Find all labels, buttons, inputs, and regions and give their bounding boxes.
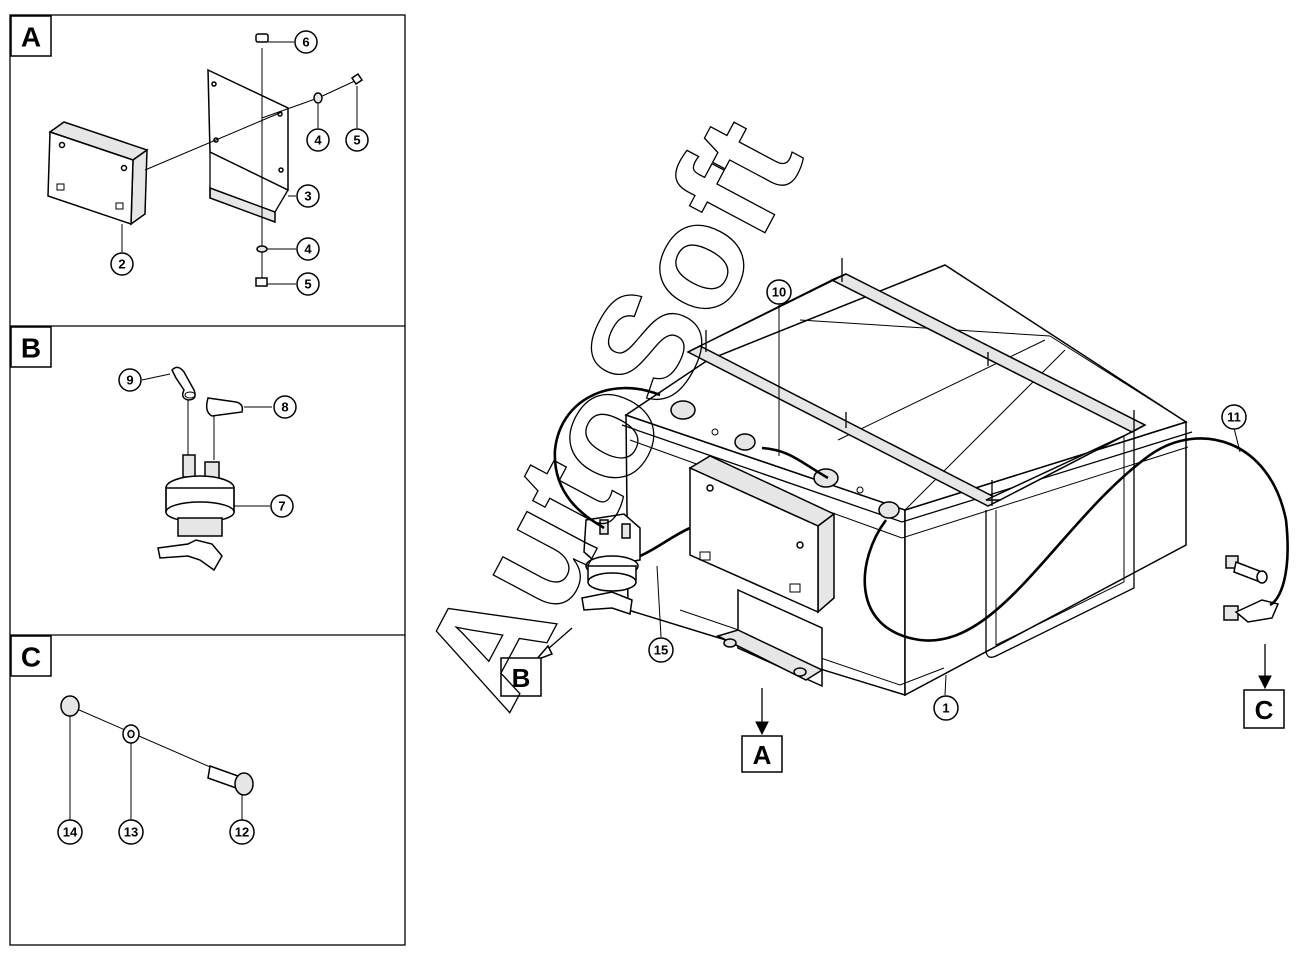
view-a-label: A	[753, 740, 772, 770]
control-box-drawing	[47, 121, 149, 226]
cable-short-drawing	[761, 446, 829, 480]
panel-b-label: B	[21, 333, 41, 364]
view-c-label: C	[1255, 695, 1274, 725]
callout-5-lower: 5	[296, 272, 320, 296]
cable-drawing	[553, 386, 661, 530]
terminal-boot-8-drawing	[205, 397, 244, 460]
callouts: 6 4 5 3 2 4 5 9	[57, 30, 1247, 845]
panel-a-badge	[10, 15, 52, 57]
view-labels: B A C	[500, 657, 1285, 773]
panel-c-badge	[10, 635, 52, 677]
panel-a-label: A	[21, 22, 41, 53]
screw-6-drawing	[255, 33, 269, 43]
svg-text:7: 7	[278, 499, 285, 514]
callout-13: 13	[118, 819, 144, 845]
ring-terminal-9-drawing	[171, 366, 196, 401]
callout-7: 7	[270, 494, 294, 518]
svg-text:5: 5	[353, 133, 360, 148]
svg-text:15: 15	[654, 643, 668, 658]
battery-switch-7-drawing	[157, 454, 235, 572]
callout-3: 3	[296, 184, 320, 208]
callout-4-lower: 4	[296, 237, 320, 261]
nut-14-drawing	[60, 695, 80, 717]
callout-8: 8	[273, 395, 297, 419]
svg-text:9: 9	[126, 373, 133, 388]
nut-5-lower-drawing	[255, 277, 268, 287]
view-pointers	[535, 627, 1272, 736]
callout-6: 6	[294, 30, 318, 54]
svg-text:14: 14	[63, 825, 78, 840]
svg-text:2: 2	[118, 257, 125, 272]
mounted-switch-drawing	[581, 513, 641, 615]
view-b-label: B	[512, 663, 531, 693]
svg-text:13: 13	[124, 825, 138, 840]
svg-text:10: 10	[772, 285, 786, 300]
callout-9: 9	[118, 368, 142, 392]
view-c-badge	[1243, 689, 1285, 729]
washer-4-upper-drawing	[313, 92, 323, 104]
cable-11-drawing	[863, 437, 1289, 642]
callout-12: 12	[229, 819, 255, 845]
battery-terminals-drawing	[670, 400, 900, 519]
view-a-badge	[741, 735, 783, 773]
hold-down-frame-drawing	[686, 258, 1147, 658]
callout-4-upper: 4	[306, 128, 330, 152]
bolt-12-drawing	[207, 764, 254, 796]
callout-14: 14	[57, 819, 83, 845]
svg-text:1: 1	[942, 701, 949, 716]
svg-text:8: 8	[281, 400, 288, 415]
detail-frame	[9, 14, 406, 946]
callout-2: 2	[110, 252, 134, 276]
callout-15: 15	[648, 637, 674, 663]
svg-text:12: 12	[235, 825, 249, 840]
mounted-control-box-drawing	[688, 455, 836, 688]
svg-text:6: 6	[302, 35, 309, 50]
svg-text:4: 4	[304, 242, 312, 257]
callout-5-upper: 5	[345, 128, 369, 152]
panel-c-label: C	[21, 642, 41, 673]
svg-text:3: 3	[304, 189, 311, 204]
callout-10: 10	[766, 279, 792, 305]
washer-4-lower-drawing	[256, 245, 268, 253]
panel-b-parts	[141, 366, 272, 572]
nut-5-upper-drawing	[350, 72, 364, 86]
callout-11: 11	[1221, 404, 1247, 430]
svg-text:4: 4	[314, 133, 322, 148]
bracket-drawing	[207, 68, 289, 224]
panel-c-parts	[60, 695, 254, 820]
callout-1: 1	[933, 695, 959, 721]
view-b-badge	[500, 657, 542, 697]
washer-13-drawing	[122, 724, 140, 744]
detail-panels: A B C	[9, 14, 406, 946]
battery-assembly	[553, 258, 1289, 697]
cable-15-drawing	[639, 526, 691, 558]
panel-a-parts	[47, 33, 364, 287]
svg-text:5: 5	[304, 277, 311, 292]
mounted-bolt-drawing	[1223, 555, 1280, 623]
panel-b-badge	[10, 326, 52, 368]
svg-text:11: 11	[1227, 410, 1241, 425]
